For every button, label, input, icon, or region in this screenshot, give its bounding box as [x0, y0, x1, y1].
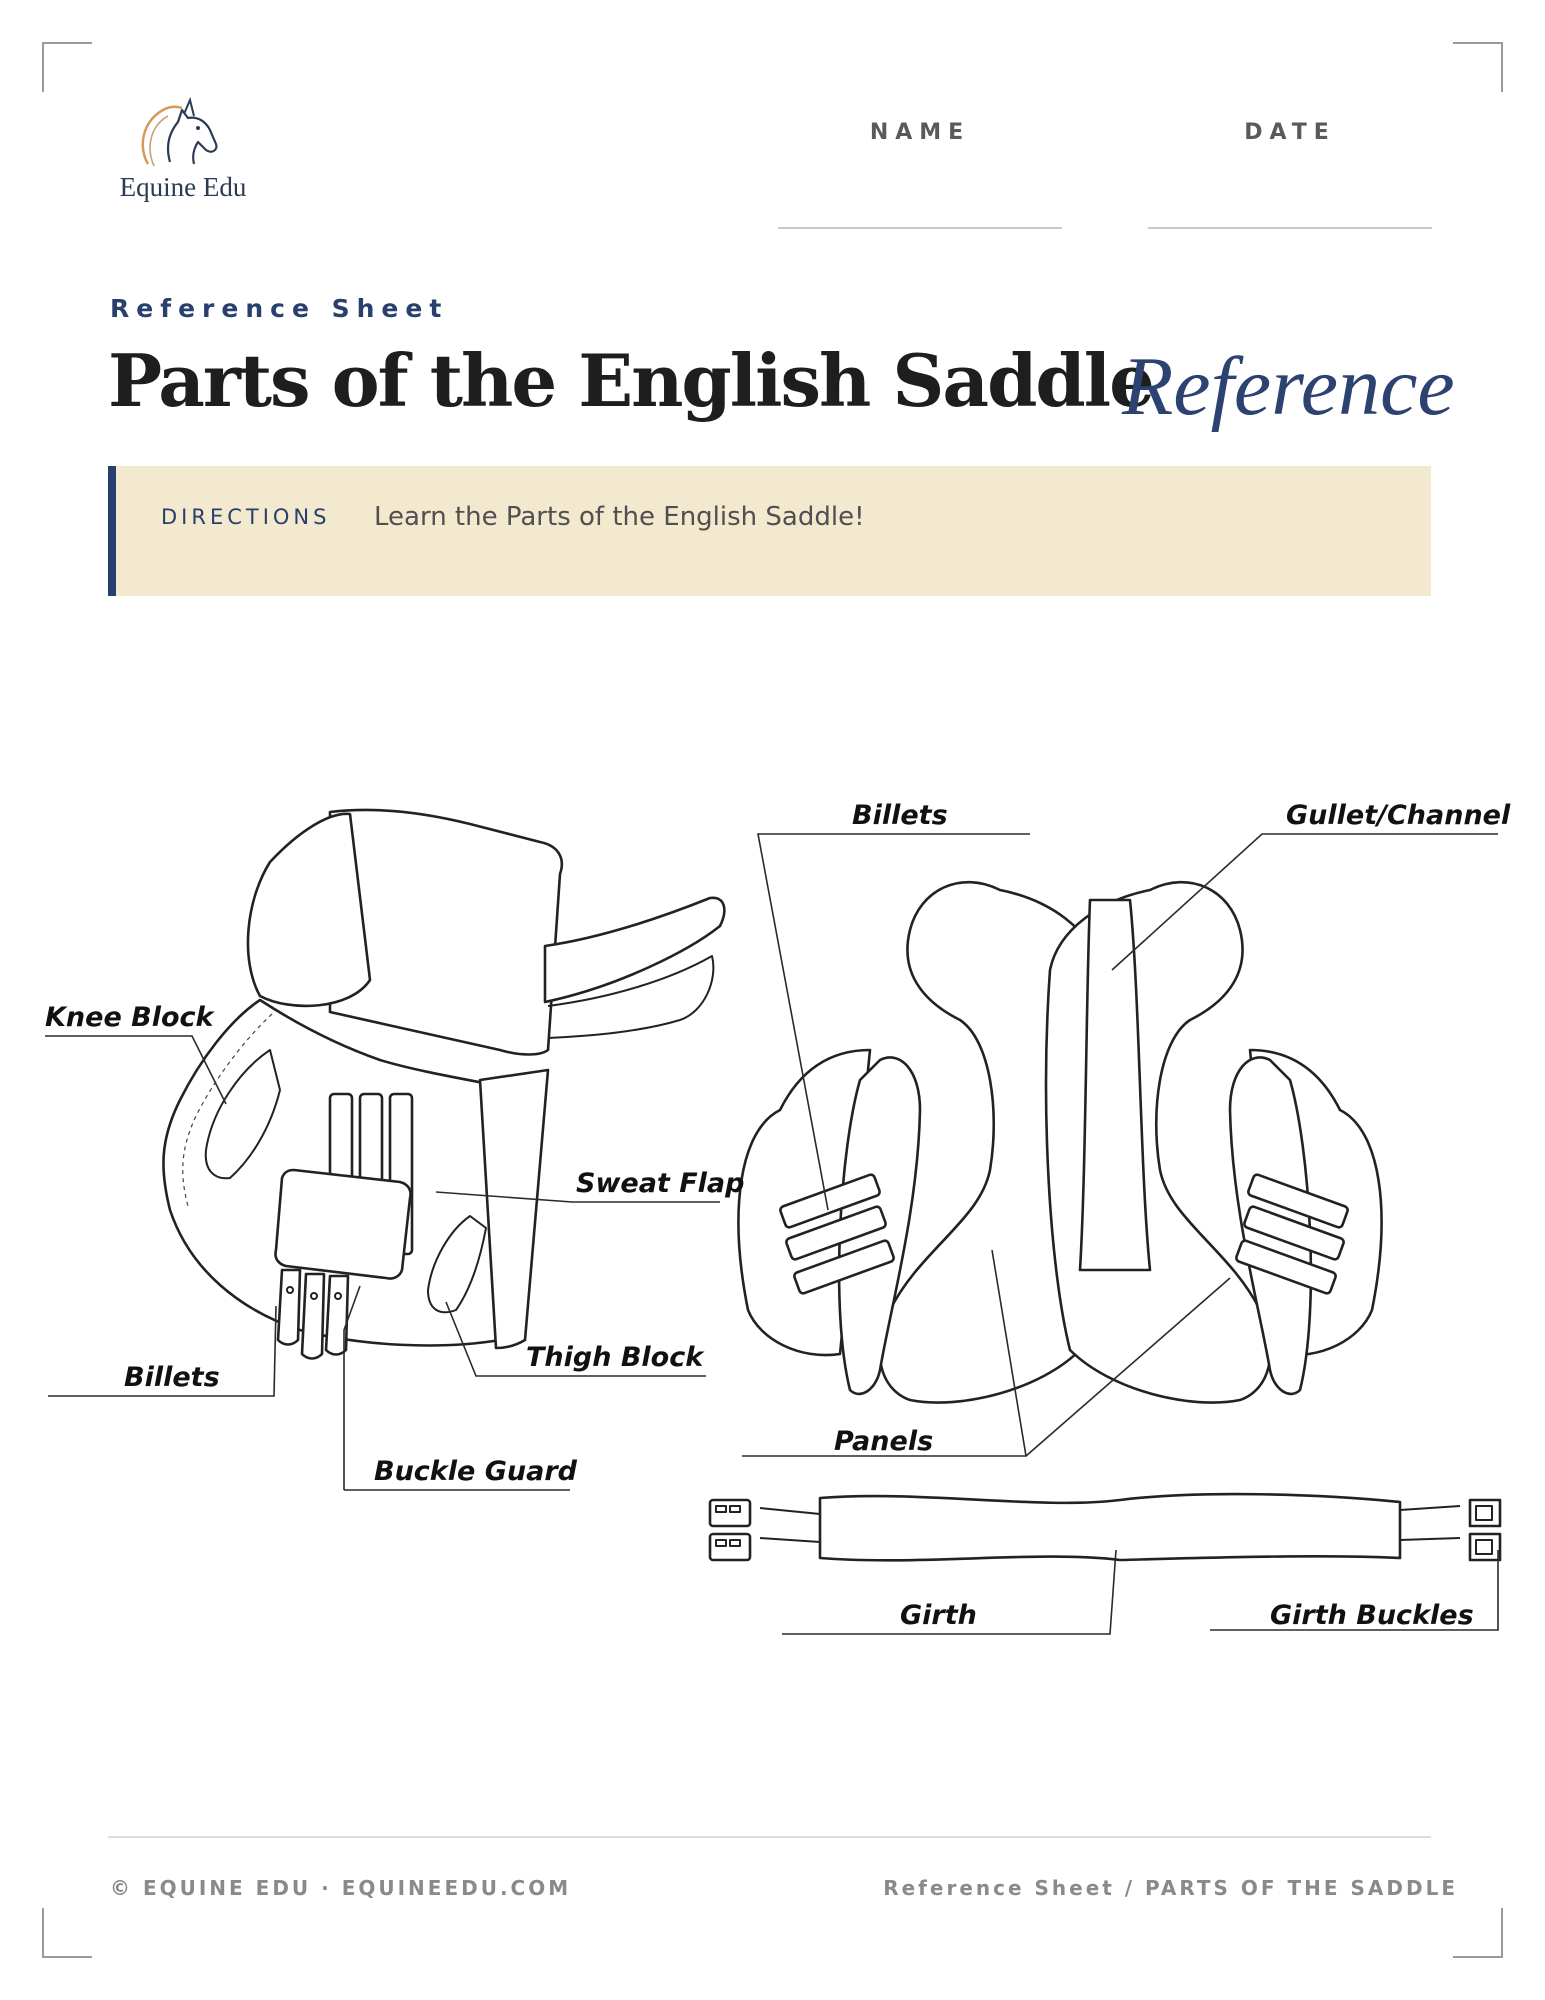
name-field[interactable]: NAME: [778, 120, 1062, 229]
date-label: DATE: [1244, 120, 1336, 145]
footer-sheet-title: Reference Sheet / PARTS OF THE SADDLE: [883, 1876, 1458, 1900]
footer-copyright: © EQUINE EDU · EQUINEEDU.COM: [110, 1876, 572, 1900]
sheet-kicker: Reference Sheet: [110, 294, 449, 323]
directions-label: DIRECTIONS: [161, 505, 331, 529]
page-title: Parts of the English Saddle: [108, 338, 1155, 423]
corner-mark-bottom-right: [1453, 1908, 1503, 1958]
corner-mark-top-left: [42, 42, 92, 92]
corner-mark-top-right: [1453, 42, 1503, 92]
brand-logo: Equine Edu: [108, 92, 258, 212]
corner-mark-bottom-left: [42, 1908, 92, 1958]
label-billets-side: Billets: [124, 1362, 220, 1393]
saddle-diagram: Knee Block Sweat Flap Billets Thigh Bloc…: [45, 800, 1511, 1635]
label-girth: Girth: [900, 1600, 977, 1631]
directions-box: DIRECTIONS Learn the Parts of the Englis…: [108, 466, 1431, 596]
label-knee-block: Knee Block: [45, 1002, 216, 1033]
name-line[interactable]: [778, 227, 1062, 229]
label-thigh-block: Thigh Block: [526, 1342, 705, 1373]
label-panels: Panels: [834, 1426, 933, 1457]
girth-illustration: [708, 1492, 1502, 1562]
title-accent: Reference: [1122, 340, 1455, 433]
label-buckle-guard: Buckle Guard: [374, 1456, 578, 1487]
leader-lines: [45, 833, 1499, 1635]
directions-text: Learn the Parts of the English Saddle!: [374, 502, 865, 532]
date-field[interactable]: DATE: [1148, 120, 1432, 229]
name-label: NAME: [869, 120, 971, 145]
footer-divider: [108, 1836, 1431, 1838]
horse-head-icon: [141, 96, 218, 167]
label-billets-underside: Billets: [852, 800, 948, 831]
brand-name: Equine Edu: [119, 172, 247, 202]
label-sweat-flap: Sweat Flap: [576, 1168, 744, 1199]
saddle-side-illustration: [162, 808, 726, 1360]
label-gullet-channel: Gullet/Channel: [1286, 800, 1511, 831]
date-line[interactable]: [1148, 227, 1432, 229]
label-girth-buckles: Girth Buckles: [1270, 1600, 1474, 1631]
saddle-underside-illustration: [737, 880, 1383, 1404]
